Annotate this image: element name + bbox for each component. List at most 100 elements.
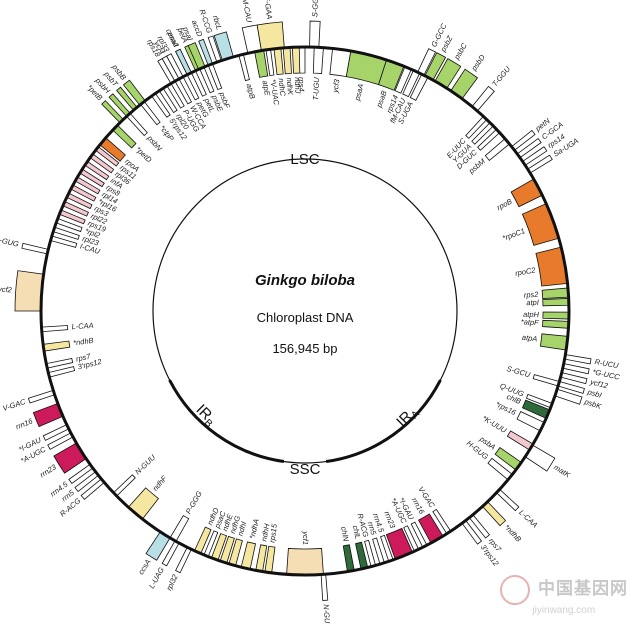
- gene-label: *V-UAC: [268, 79, 281, 107]
- gene-block: [564, 354, 592, 365]
- gene-label: L-CAA: [517, 508, 539, 530]
- gene-label: *L-UAA F-GAA: [259, 0, 274, 20]
- gene-label: ndhK: [285, 77, 295, 96]
- gene-label: P-GGG: [184, 489, 204, 515]
- gene-label: ccsA: [136, 558, 152, 577]
- gene-block: [240, 541, 256, 570]
- gene-label: atpI: [526, 298, 539, 307]
- region-inner-circle: [152, 158, 458, 464]
- gene-label: ycf1: [301, 530, 310, 545]
- gene-label: N-GUU: [322, 604, 333, 624]
- gene-block: [562, 363, 590, 375]
- gene-label: rpoB: [495, 197, 513, 212]
- gene-block: [506, 430, 534, 451]
- gene-block: [309, 20, 321, 48]
- gene-block: [27, 389, 56, 404]
- irb-label: IRB: [191, 401, 220, 430]
- gene-block: [532, 374, 560, 387]
- gene-block: [254, 49, 269, 78]
- gene-label: N-GUU: [133, 452, 157, 476]
- gene-block: [286, 547, 324, 576]
- gene-label: *petD: [134, 145, 154, 165]
- irb-region-arc: [168, 379, 285, 464]
- gene-label: psaA: [352, 83, 365, 103]
- lsc-label: LSC: [290, 151, 319, 168]
- gene-label: atpH: [523, 310, 540, 319]
- watermark-logo-icon: [499, 575, 530, 605]
- gene-label: L-CAA: [71, 321, 94, 332]
- watermark-en: jiyinwang.com: [532, 605, 596, 616]
- gene-label: ndhI: [236, 521, 249, 538]
- gene-block: [169, 514, 190, 542]
- gene-block: [495, 488, 520, 512]
- gene-block: [45, 357, 74, 369]
- gene-block: [471, 85, 495, 112]
- gene-block: [112, 474, 136, 497]
- gene-label: S-GCU: [506, 364, 532, 379]
- gene-block: [282, 47, 292, 75]
- gene-label: L-UAG: [147, 566, 166, 591]
- gene-label: rbcL: [211, 14, 224, 31]
- gene-block: [126, 112, 148, 137]
- gene-block: [14, 270, 45, 312]
- gene-block: [53, 442, 87, 474]
- gene-block: [541, 287, 570, 299]
- gene-block: [273, 47, 284, 76]
- gene-label: psbI: [586, 387, 603, 400]
- gene-label: *K-UUU: [481, 413, 509, 435]
- gene-block: [127, 487, 160, 520]
- ira-label: IRA: [393, 403, 422, 432]
- watermark-cn: 中国基因网: [538, 579, 628, 599]
- ira-region-arc: [325, 379, 442, 464]
- gene-label: rpl32: [164, 572, 180, 592]
- gene-label: M-CAU: [240, 0, 254, 24]
- gene-label: rpoC2: [514, 265, 536, 278]
- gene-block: [256, 21, 285, 52]
- gene-label: atpA: [521, 333, 537, 344]
- gene-label: rrn5: [366, 521, 379, 537]
- gene-block: [140, 100, 161, 126]
- gene-label: rps15: [267, 523, 279, 544]
- gene-label: T-UGU: [311, 76, 321, 100]
- gene-label: ndhH: [259, 522, 271, 542]
- gene-label: matK: [552, 463, 572, 480]
- gene-block: [312, 46, 324, 75]
- gene-label: chlN: [339, 526, 351, 543]
- genome-size: 156,945 bp: [272, 341, 337, 356]
- gene-block: [255, 544, 268, 573]
- gene-block: [542, 311, 570, 320]
- gene-label: atpB: [245, 83, 257, 100]
- gene-block: [175, 546, 192, 574]
- gene-label: *ndhB: [73, 336, 94, 348]
- genome-type: Chloroplast DNA: [257, 310, 354, 325]
- gene-block: [539, 333, 569, 351]
- gene-label: atpE: [260, 80, 272, 98]
- ssc-label: SSC: [290, 461, 321, 478]
- gene-block: [41, 325, 69, 333]
- gene-block: [481, 501, 507, 527]
- gene-label: ndhF: [151, 474, 169, 493]
- gene-label: T-GGU: [490, 64, 512, 88]
- gene-label: *rpoC1: [501, 226, 526, 242]
- gene-block: [342, 544, 355, 573]
- gene-label: psbN: [145, 133, 164, 153]
- gene-block: [238, 53, 250, 82]
- gene-block: [21, 242, 49, 255]
- gene-block: [542, 297, 570, 307]
- gene-label: ycf2: [0, 284, 13, 294]
- watermark: 中国基因网 jiyinwang.com: [499, 574, 628, 616]
- gene-label: ndhC: [277, 78, 288, 97]
- gene-label: *atpF: [521, 317, 540, 327]
- species-name: Ginkgo biloba: [255, 272, 355, 289]
- gene-label: psbC: [452, 41, 470, 62]
- gene-block: [560, 372, 588, 385]
- gene-label: ycf3: [331, 78, 342, 95]
- gene-label: rps4: [297, 77, 306, 92]
- gene-label: ndhJ: [293, 77, 303, 94]
- gene-label: V-GAC: [2, 397, 28, 413]
- gene-label: rps2: [524, 290, 540, 300]
- gene-block: [320, 573, 329, 601]
- gene-label: R-UCU: [594, 357, 620, 370]
- gene-label: rps7: [75, 352, 92, 364]
